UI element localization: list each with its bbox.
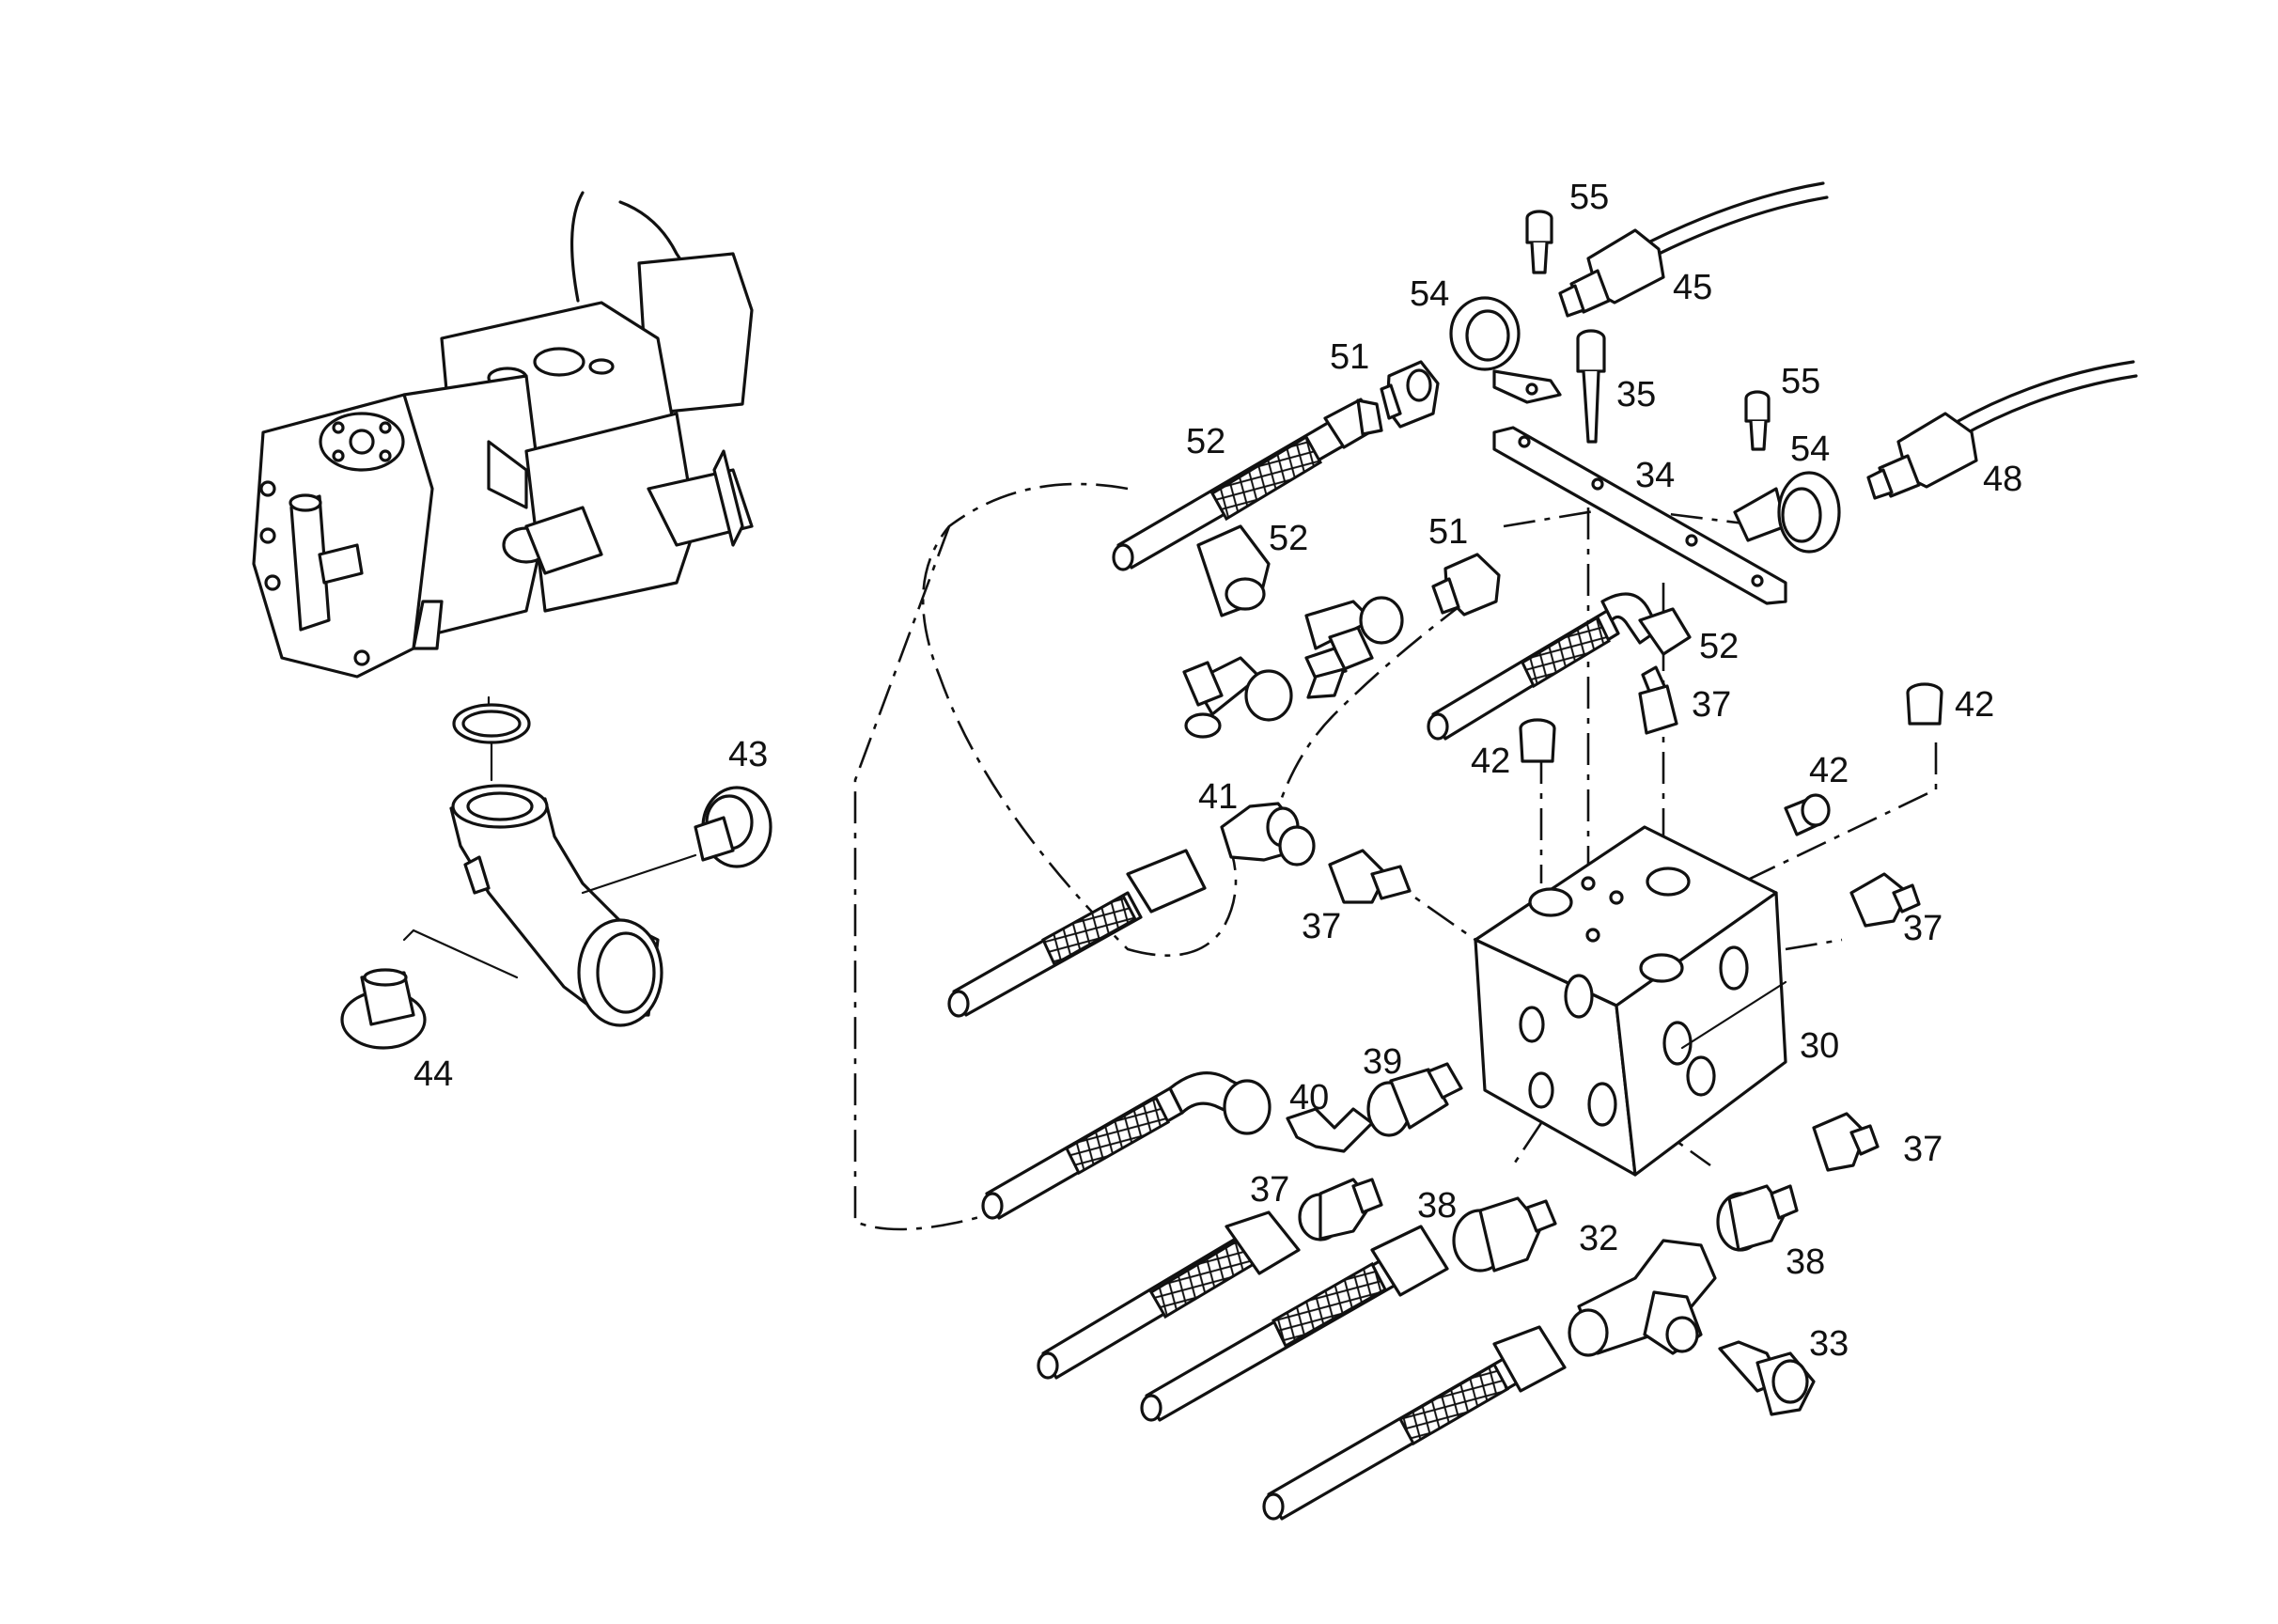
- adapter-38-b: [1716, 1184, 1799, 1252]
- elbow-41: [1220, 802, 1316, 867]
- plug-42-c: [1784, 793, 1831, 836]
- callout-51: 51: [1330, 337, 1369, 377]
- screw-55-a: [1525, 210, 1553, 274]
- bolt-35: [1576, 329, 1606, 444]
- callout-38: 38: [1786, 1242, 1825, 1282]
- callout-37: 37: [1302, 907, 1341, 946]
- callout-38: 38: [1417, 1186, 1457, 1226]
- union-39: [1366, 1062, 1463, 1137]
- callout-52: 52: [1186, 422, 1225, 461]
- callout-37: 37: [1250, 1170, 1289, 1210]
- plug-42-a: [1519, 718, 1556, 763]
- connector-51-a: [1380, 360, 1440, 429]
- manifold-block-30: [1474, 825, 1787, 1177]
- plug-42-b: [1906, 682, 1943, 726]
- tee-fitting-52-b: [1182, 524, 1404, 739]
- fitting-33: [1718, 1340, 1816, 1416]
- callout-30: 30: [1800, 1026, 1839, 1066]
- bracket-34: [1492, 426, 1787, 605]
- hose-41-line: [947, 849, 1207, 1018]
- nipple-37-c: [1849, 872, 1921, 928]
- tee-32: [1568, 1239, 1717, 1357]
- hose-lower-c: [1262, 1325, 1567, 1521]
- callout-33: 33: [1809, 1324, 1849, 1364]
- callout-54: 54: [1790, 429, 1830, 469]
- callout-48: 48: [1983, 460, 2022, 499]
- callout-labels: 55 45 54 51 35 55 52 34 54 48 52 51 52 3…: [413, 178, 2022, 1364]
- callout-37: 37: [1903, 1130, 1943, 1169]
- callout-37: 37: [1903, 909, 1943, 948]
- callout-42: 42: [1471, 742, 1510, 781]
- nipple-37-e: [1812, 1112, 1880, 1172]
- hose-52-c: [1427, 592, 1692, 741]
- callout-55: 55: [1569, 178, 1609, 217]
- callout-44: 44: [413, 1054, 453, 1094]
- callout-52: 52: [1269, 519, 1308, 558]
- nipple-37-b: [1328, 849, 1412, 904]
- callout-55: 55: [1781, 362, 1820, 401]
- callout-45: 45: [1673, 268, 1712, 307]
- callout-41: 41: [1198, 777, 1238, 817]
- callout-35: 35: [1616, 375, 1656, 414]
- pump-assembly-illustration: [252, 191, 754, 679]
- sensor-45: [1558, 181, 1829, 318]
- callout-39: 39: [1363, 1042, 1402, 1082]
- callout-37: 37: [1692, 685, 1731, 725]
- callout-52: 52: [1699, 627, 1739, 666]
- clamp-54-a: [1449, 296, 1562, 404]
- connector-51-b: [1431, 553, 1501, 617]
- callout-34: 34: [1635, 456, 1675, 495]
- callout-42: 42: [1809, 751, 1849, 790]
- nipple-37-d: [1298, 1178, 1383, 1241]
- clamp-54-b: [1733, 471, 1841, 554]
- hose-52-a: [1112, 398, 1383, 571]
- screw-55-b: [1744, 390, 1771, 451]
- callout-51: 51: [1428, 512, 1468, 552]
- hose-40-line: [981, 1071, 1272, 1220]
- elbow-fitting-group: [340, 695, 772, 1050]
- callout-43: 43: [728, 735, 768, 774]
- hose-lower-a: [1037, 1210, 1301, 1380]
- callout-42: 42: [1955, 685, 1994, 725]
- sensor-48: [1866, 360, 2138, 500]
- hose-lower-b: [1140, 1225, 1449, 1422]
- callout-40: 40: [1289, 1078, 1329, 1117]
- nipple-37-a: [1638, 665, 1678, 735]
- adapter-38-a: [1452, 1196, 1557, 1273]
- callout-54: 54: [1410, 274, 1449, 314]
- callout-32: 32: [1579, 1219, 1618, 1258]
